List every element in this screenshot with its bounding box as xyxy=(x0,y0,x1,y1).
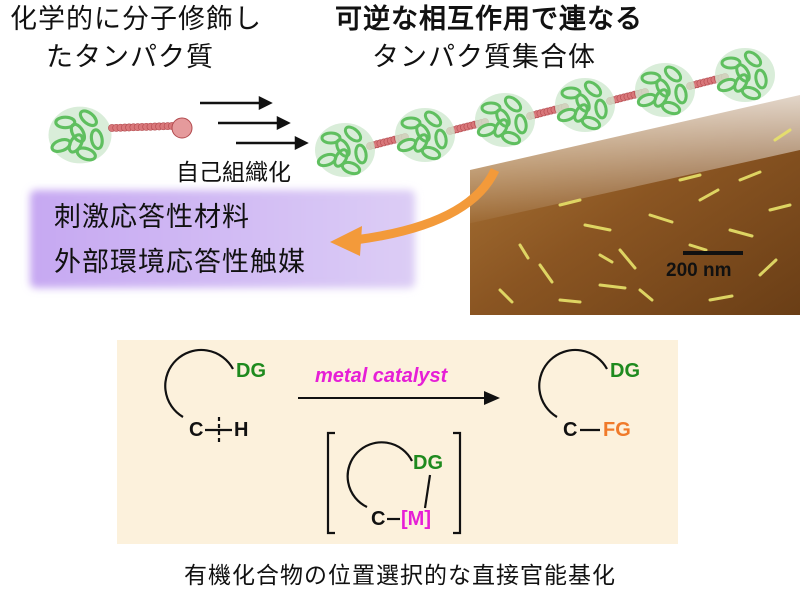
label-assembly-line2: タンパク質集合体 xyxy=(372,42,596,73)
right-bracket xyxy=(453,431,462,535)
self-assembly-arrows xyxy=(200,95,309,151)
protein-assembly-chain xyxy=(315,48,775,177)
catalyst-label: metal catalyst xyxy=(315,365,448,387)
product-c: C xyxy=(563,419,578,441)
product-dg: DG xyxy=(610,360,640,382)
intermediate-c: C xyxy=(371,508,386,530)
reactant-dg: DG xyxy=(236,360,266,382)
orange-arrow xyxy=(354,168,500,245)
product-fg: FG xyxy=(603,419,631,441)
reactant-h: H xyxy=(234,419,249,441)
reactant-c: C xyxy=(189,419,204,441)
application-responsive-catalyst: 外部環境応答性触媒 xyxy=(54,247,306,278)
scale-bar-label: 200 nm xyxy=(666,260,732,281)
reaction-arrowhead xyxy=(484,391,500,405)
reactant-ring xyxy=(164,348,234,418)
reaction-panel xyxy=(117,340,678,544)
label-modified-protein-line1: 化学的に分子修飾し xyxy=(10,4,262,35)
label-self-assembly: 自己組織化 xyxy=(176,160,291,186)
afm-image xyxy=(440,70,800,315)
product-ring xyxy=(538,348,608,418)
intermediate-metal: [M] xyxy=(401,508,431,530)
label-assembly-line1: 可逆な相互作用で連なる xyxy=(335,4,643,35)
modified-protein xyxy=(48,106,193,164)
application-stimuli-responsive-material: 刺激応答性材料 xyxy=(54,202,250,233)
caption: 有機化合物の位置選択的な直接官能基化 xyxy=(184,563,616,589)
left-bracket xyxy=(326,431,335,535)
label-modified-protein-line2: たタンパク質 xyxy=(46,42,214,73)
orange-arrowhead xyxy=(330,226,362,256)
m-dg-bond xyxy=(423,474,432,509)
intermediate-dg: DG xyxy=(413,452,443,474)
applications-box xyxy=(30,190,415,288)
intermediate-ring xyxy=(346,441,413,508)
